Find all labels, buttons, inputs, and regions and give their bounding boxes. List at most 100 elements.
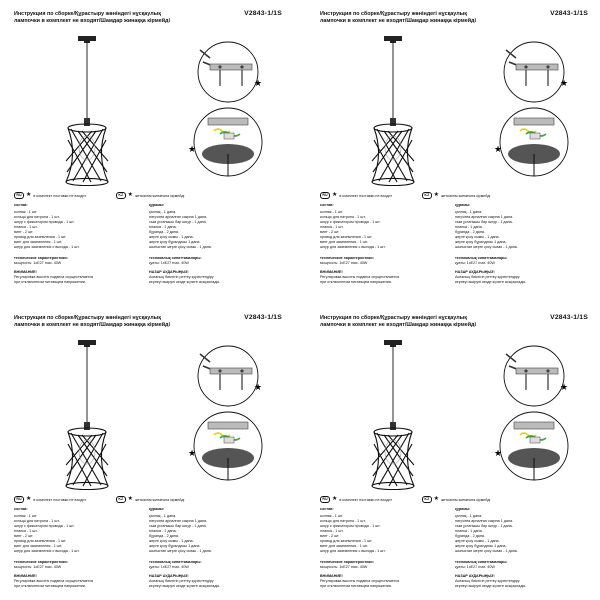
mounting-bracket-detail	[197, 41, 259, 103]
list-line: қалпақ - 1 дана.	[149, 210, 177, 214]
mounting-plate	[515, 367, 559, 375]
list-line: кернеуі өшірулі кезде жүзеге асырылады.	[455, 584, 527, 588]
list-line: мощность: 1xE27 max. 40W	[320, 261, 368, 265]
mounting-plate	[515, 63, 559, 71]
mounting-plate-side	[513, 117, 555, 126]
list-line: жерге қосу сымы - 1 дана.	[455, 539, 500, 543]
ru-kit-label: состав:	[14, 203, 28, 207]
mounting-plate-side	[513, 421, 555, 430]
list-line: Регулировка высоты подвеса осуществляетс…	[320, 579, 400, 583]
kz-tech-lines: қуаты: 1xE27 max. 40W	[455, 261, 590, 266]
list-line: кольцо для патрона - 1 шт.	[320, 519, 366, 523]
ru-warning-heading: ВНИМАНИЕ!	[320, 270, 343, 274]
list-line: жерге қосу сымы - 1 дана.	[455, 235, 500, 239]
list-line: шнур с фиксатором провода - 1 шт.	[320, 524, 381, 528]
anchor-bolt-icon	[199, 353, 211, 363]
list-line: при отключенном питающем напряжении.	[14, 584, 86, 588]
wire-cage-shade	[371, 427, 415, 490]
legend-ru-text: в комплект поставки не входит	[339, 497, 393, 502]
legend-ru-text: в комплект поставки не входит	[33, 193, 87, 198]
list-line: шнур для заземления с выхода - 1 шт.	[14, 245, 80, 249]
mounting-assembly-diagram: ★ ★	[494, 345, 569, 481]
list-line: сым ұстағышы бар шнур - 1 дана.	[455, 220, 513, 224]
list-line: жерге қосу бұрандасы 1 дана.	[455, 240, 507, 244]
list-line: бұранда - 2 дана.	[149, 534, 179, 538]
instruction-panel: Инструкция по сборке/Құрастыру жөніндегі…	[4, 6, 290, 296]
mounting-plate	[209, 367, 253, 375]
not-included-star-icon-2: ★	[188, 145, 196, 155]
mounting-assembly-diagram: ★ ★	[188, 345, 263, 481]
list-line: қалпақ - 1 дана.	[455, 514, 483, 518]
not-included-star-icon: ★	[254, 79, 262, 89]
legend-ru-text: в комплект поставки не входит	[33, 497, 87, 502]
specification-columns: состав: колпак - 1 шт.кольцо для патрона…	[14, 507, 284, 589]
list-line: кернеуі өшірулі кезде жүзеге асырылады.	[149, 280, 221, 284]
not-included-star-icon: ★	[560, 79, 568, 89]
mounting-plate-side	[207, 421, 249, 430]
list-line: шнур с фиксатором провода - 1 шт.	[14, 220, 75, 224]
list-line: шнур с фиксатором провода - 1 шт.	[320, 220, 381, 224]
list-line: қалпақ - 1 дана.	[149, 514, 177, 518]
ru-kit-label: состав:	[320, 507, 334, 511]
star-icon: ★	[25, 192, 32, 198]
list-line: шнур для заземления с выхода - 1 шт.	[320, 245, 386, 249]
lamp-socket	[84, 422, 90, 430]
ru-language-badge: RU	[14, 192, 24, 199]
bulbs-not-included-note: лампочки в комплект не входят/Шамдар жин…	[14, 18, 170, 24]
list-line: планка - 1 дана.	[149, 529, 177, 533]
ru-warning-text: Регулировка высоты подвеса осуществляетс…	[14, 579, 149, 589]
not-included-star-icon: ★	[560, 383, 568, 393]
kz-kit-label: құрамы:	[455, 203, 471, 207]
list-line: планка - 1 дана.	[149, 225, 177, 229]
pendant-lamp-illustration	[65, 340, 109, 490]
ceiling-canopy	[78, 340, 96, 345]
list-line: винт - 2 шт.	[320, 230, 340, 234]
pendant-lamp-illustration	[371, 36, 415, 186]
list-line: при отключенном питающем напряжении.	[320, 280, 392, 284]
list-line: винт - 2 шт.	[320, 534, 340, 538]
legend-row: RU ★ в комплект поставки не входит KZ ★ …	[14, 192, 284, 199]
list-line: сым ұстағышы бар шнур - 1 дана.	[149, 220, 207, 224]
specification-columns: состав: колпак - 1 шт.кольцо для патрона…	[14, 203, 284, 285]
ru-kit-list: колпак - 1 шт.кольцо для патрона - 1 шт.…	[14, 514, 149, 554]
instruction-title: Инструкция по сборке/Құрастыру жөніндегі…	[320, 11, 467, 17]
lamp-socket	[390, 422, 396, 430]
legend-ru: RU ★ в комплект поставки не входит	[14, 496, 116, 503]
specification-columns: состав: колпак - 1 шт.кольцо для патрона…	[320, 203, 590, 285]
list-line: бұранда - 2 дана.	[455, 534, 485, 538]
list-line: шнур для заземления с выхода - 1 шт.	[320, 549, 386, 553]
star-icon: ★	[127, 496, 133, 502]
kz-tech-heading: техникалық сипаттамалары:	[149, 560, 202, 564]
ru-kit-list: колпак - 1 шт.кольцо для патрона - 1 шт.…	[320, 514, 455, 554]
ru-language-badge: RU	[320, 496, 330, 503]
ceiling-canopy	[78, 36, 96, 41]
list-line: при отключенном питающем напряжении.	[320, 584, 392, 588]
star-icon: ★	[127, 192, 133, 198]
not-included-star-icon: ★	[254, 383, 262, 393]
list-line: кернеуі өшірулі кезде жүзеге асырылады.	[455, 280, 527, 284]
list-line: бұранда - 2 дана.	[455, 230, 485, 234]
star-icon: ★	[433, 192, 439, 198]
lamp-socket	[390, 118, 396, 126]
list-line: қуаты: 1xE27 max. 40W	[455, 261, 495, 265]
instruction-panel: Инструкция по сборке/Құрастыру жөніндегі…	[4, 310, 290, 600]
legend-ru: RU ★ в комплект поставки не входит	[14, 192, 116, 199]
list-line: жерге қосу сымы - 1 дана.	[149, 539, 194, 543]
legend-kz-text: жеткізілім жинағына кірмейді	[134, 193, 185, 198]
list-line: шығыстан жерге қосу сымы - 1 дана.	[149, 549, 212, 553]
list-line: винт для заземления - 1 шт.	[14, 240, 62, 244]
list-line: сым ұстағышы бар шнур - 1 дана.	[149, 524, 207, 528]
ru-warning-text: Регулировка высоты подвеса осуществляетс…	[320, 275, 455, 285]
panel-header: Инструкция по сборке/Құрастыру жөніндегі…	[320, 314, 588, 328]
ceiling-canopy	[384, 340, 402, 345]
kz-warning-heading: НАЗАР АУДАРЫҢЫЗ!	[455, 574, 495, 578]
list-line: жерге қосу бұрандасы 1 дана.	[455, 544, 507, 548]
instruction-panel: Инструкция по сборке/Құрастыру жөніндегі…	[310, 6, 596, 296]
list-line: планка - 1 шт.	[320, 225, 344, 229]
list-line: патронға арналған сақина 1 дана.	[455, 519, 514, 523]
ru-kit-label: состав:	[14, 507, 28, 511]
star-icon: ★	[25, 496, 32, 502]
list-line: мощность: 1xE27 max. 40W	[14, 261, 62, 265]
